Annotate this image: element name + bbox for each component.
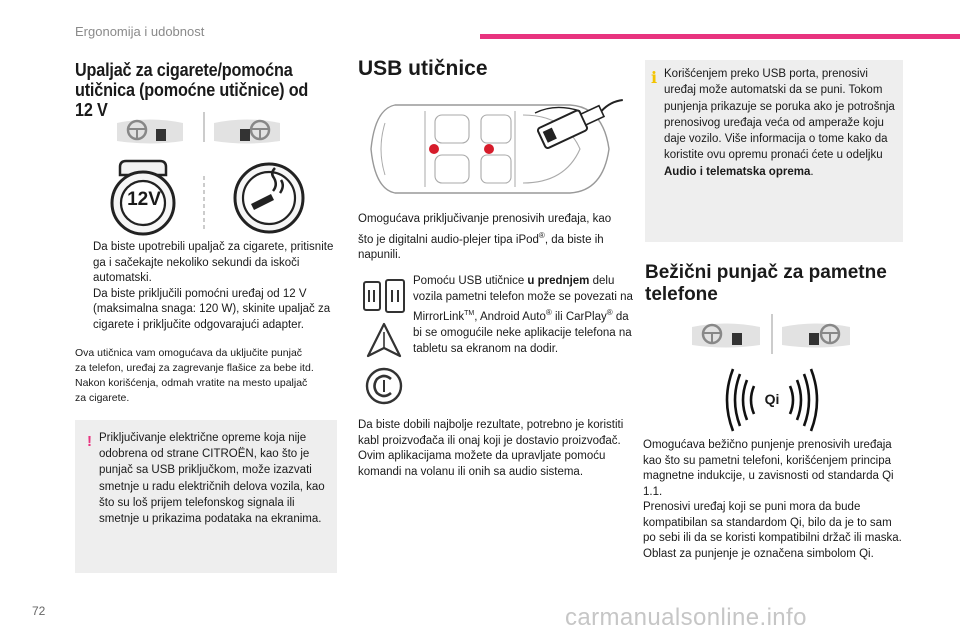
- front-usb-description: Pomoću USB utičnice u prednjem delu vozi…: [413, 275, 633, 355]
- 12v-label: 12V: [127, 189, 161, 210]
- usage-bullet-list: Da biste upotrebili upaljač za cigarete,…: [75, 240, 340, 333]
- vertical-divider: [771, 314, 773, 354]
- header-accent-bar: [480, 34, 960, 39]
- section-header: Ergonomija i udobnost: [75, 24, 205, 39]
- wireless-description: Omogućava bežično punjenje prenosivih ur…: [643, 439, 902, 560]
- watermark: carmanualsonline.info: [565, 604, 807, 631]
- warning-icon: !: [87, 433, 92, 450]
- info-box: i Korišćenjem preko USB porta, prenosivi…: [645, 60, 903, 242]
- qi-wireless-icon: [725, 368, 819, 432]
- steering-wheel-lhd-icon: [692, 323, 760, 348]
- usb-sockets-title: USB utičnice: [358, 57, 488, 80]
- mirrorlink-icon: [363, 279, 405, 313]
- steering-wheel-lhd-icon: [117, 119, 183, 144]
- cigarette-lighter-title: Upaljač za cigarete/pomoćna utičnica (po…: [75, 60, 309, 120]
- 12v-socket-icon: [110, 159, 176, 236]
- usb-results-text: Da biste dobili najbolje rezultate, potr…: [358, 419, 624, 478]
- page-number: 72: [32, 604, 46, 618]
- warning-box: ! Priključivanje električne opreme koja …: [75, 420, 337, 573]
- vertical-divider: [203, 112, 205, 232]
- qi-label: Qi: [764, 391, 780, 407]
- wireless-charger-title: Bežični punjač za pametne telefone: [645, 262, 887, 305]
- car-top-view-illustration: [370, 99, 623, 194]
- socket-note: Ova utičnica vam omogućava da uključite …: [75, 347, 314, 404]
- cigarette-lighter-icon: [233, 162, 305, 234]
- usb-intro: Omogućava priključivanje prenosivih uređ…: [358, 213, 612, 261]
- list-item: Da biste upotrebili upaljač za cigarete,…: [93, 241, 334, 284]
- carplay-icon: [365, 367, 403, 405]
- steering-wheel-rhd-icon: [782, 323, 850, 348]
- list-item: Da biste priključili pomoćni uređaj od 1…: [93, 287, 331, 331]
- warning-text: Priključivanje električne opreme koja ni…: [99, 432, 325, 526]
- info-icon: i: [651, 68, 658, 87]
- info-text: Korišćenjem preko USB porta, prenosivi u…: [664, 68, 895, 178]
- steering-wheel-rhd-icon: [214, 119, 280, 144]
- android-auto-icon: [366, 322, 402, 358]
